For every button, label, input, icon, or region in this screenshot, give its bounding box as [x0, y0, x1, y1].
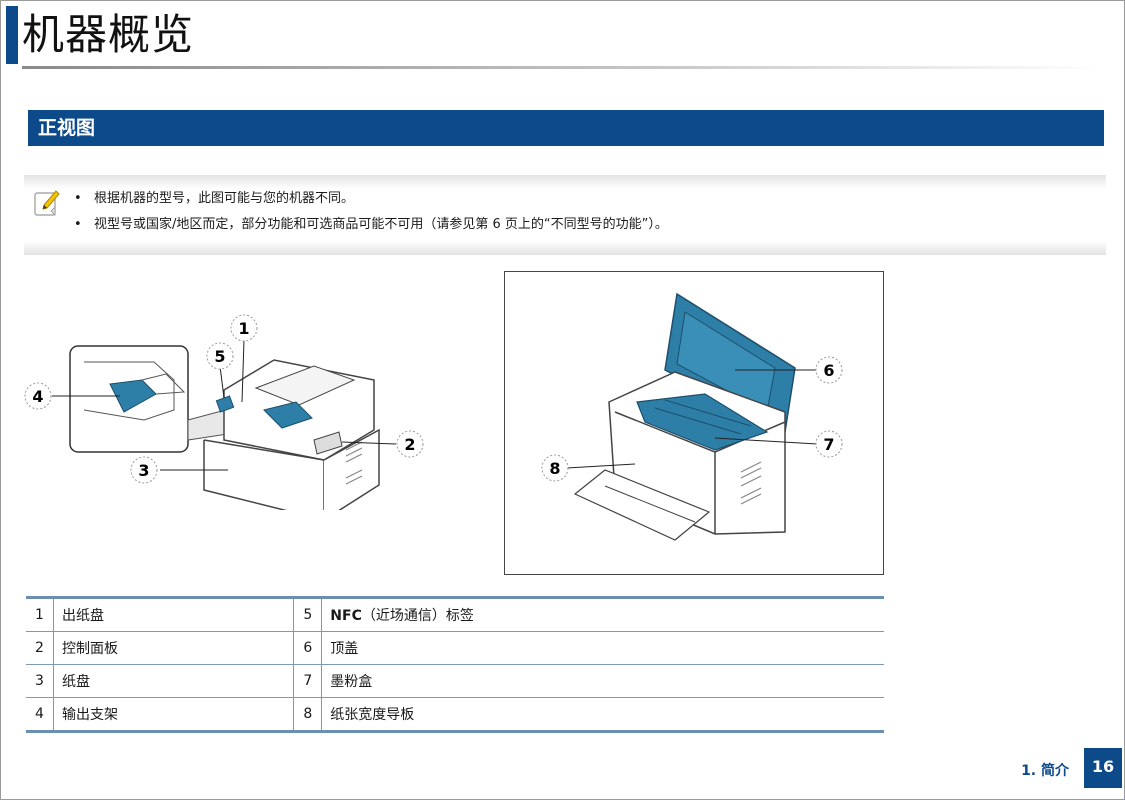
table-row: 3 纸盘 7 墨粉盒 — [26, 664, 884, 698]
callout-1: 1 — [230, 314, 258, 342]
callout-7: 7 — [815, 430, 843, 458]
part-label: 纸盘 — [53, 664, 294, 698]
callout-8: 8 — [541, 454, 569, 482]
part-number: 2 — [26, 631, 54, 665]
svg-text:4: 4 — [32, 387, 43, 406]
printer-body — [203, 359, 380, 510]
callout-4: 4 — [24, 382, 52, 410]
note-item: 根据机器的型号，此图可能与您的机器不同。 — [74, 189, 668, 215]
part-number: 6 — [293, 631, 323, 665]
note-list: 根据机器的型号，此图可能与您的机器不同。 视型号或国家/地区而定，部分功能和可选… — [74, 189, 668, 241]
part-label: 控制面板 — [53, 631, 294, 665]
printer-open-cover-figure: 6 7 8 — [504, 271, 884, 575]
part-number: 7 — [293, 664, 323, 698]
svg-text:3: 3 — [138, 461, 149, 480]
callout-2: 2 — [396, 430, 424, 458]
svg-text:6: 6 — [823, 361, 834, 380]
title-accent-bar — [6, 6, 18, 64]
part-label: 出纸盘 — [53, 596, 294, 632]
callout-6: 6 — [815, 356, 843, 384]
callout-3: 3 — [130, 456, 158, 484]
part-label: NFC（近场通信）标签 — [321, 596, 884, 632]
svg-text:8: 8 — [549, 459, 560, 478]
part-number: 4 — [26, 697, 54, 733]
printer-front-figure: 1 2 3 4 5 — [24, 314, 424, 510]
table-row: 2 控制面板 6 顶盖 — [26, 631, 884, 665]
section-title: 正视图 — [38, 117, 96, 139]
note-pencil-icon — [34, 190, 60, 216]
table-row: 4 输出支架 8 纸张宽度导板 — [26, 697, 884, 733]
table-row: 1 出纸盘 5 NFC（近场通信）标签 — [26, 596, 884, 632]
output-support-inset — [69, 345, 189, 453]
part-label-bold: NFC — [330, 608, 362, 624]
svg-text:7: 7 — [823, 435, 834, 454]
svg-text:2: 2 — [404, 435, 415, 454]
callout-5: 5 — [206, 342, 234, 370]
printer-open-body — [573, 292, 796, 541]
note-box: 根据机器的型号，此图可能与您的机器不同。 视型号或国家/地区而定，部分功能和可选… — [24, 175, 1106, 255]
part-number: 8 — [293, 697, 323, 733]
section-header: 正视图 — [28, 110, 1104, 146]
part-number: 1 — [26, 596, 54, 632]
part-label: 纸张宽度导板 — [321, 697, 884, 733]
title-underline — [22, 66, 1102, 69]
svg-text:1: 1 — [238, 319, 249, 338]
footer-chapter-link[interactable]: 1. 简介 — [1021, 763, 1069, 779]
part-label-rest: （近场通信）标签 — [361, 608, 474, 624]
page-number: 16 — [1084, 748, 1122, 788]
part-label: 输出支架 — [53, 697, 294, 733]
part-label: 墨粉盒 — [321, 664, 884, 698]
svg-text:5: 5 — [214, 347, 225, 366]
note-item: 视型号或国家/地区而定，部分功能和可选商品可能不可用（请参见第 6 页上的“不同… — [74, 215, 668, 241]
page-title: 机器概览 — [22, 10, 195, 59]
part-number: 3 — [26, 664, 54, 698]
part-label: 顶盖 — [321, 631, 884, 665]
parts-table: 1 出纸盘 5 NFC（近场通信）标签 2 控制面板 6 顶盖 3 纸盘 7 墨… — [26, 596, 884, 733]
part-number: 5 — [293, 596, 323, 632]
